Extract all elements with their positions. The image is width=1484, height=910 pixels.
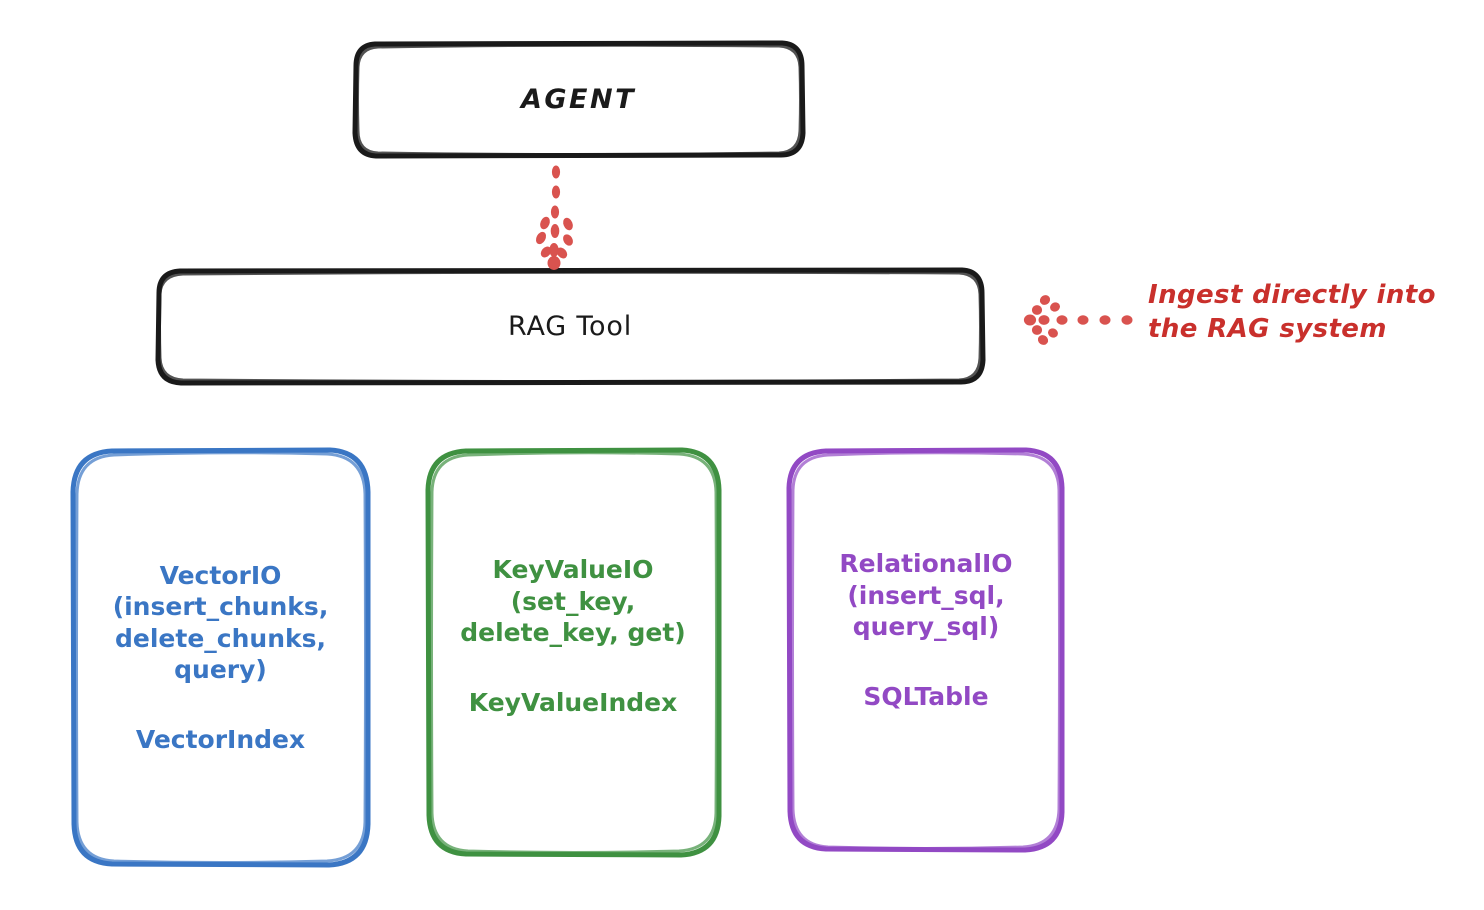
key-value-io-index: KeyValueIndex: [468, 687, 678, 717]
key-value-io-title: KeyValueIO (set_key, delete_key, get): [460, 555, 686, 647]
relational-io-title: RelationalIO (insert_sql, query_sql): [839, 549, 1013, 641]
agent-label: AGENT: [520, 84, 636, 115]
vector-io-index: VectorIndex: [135, 724, 306, 754]
ingest-to-rag-arrow-icon: [1023, 295, 1133, 345]
agent-box[interactable]: AGENT: [355, 43, 802, 156]
agent-to-rag-arrow-icon: [535, 165, 573, 270]
relational-io-box[interactable]: RelationalIO (insert_sql, query_sql) SQL…: [790, 450, 1062, 850]
vector-io-title: VectorIO (insert_chunks, delete_chunks, …: [112, 560, 329, 685]
vector-io-box[interactable]: VectorIO (insert_chunks, delete_chunks, …: [73, 450, 368, 865]
key-value-io-box[interactable]: KeyValueIO (set_key, delete_key, get) Ke…: [428, 450, 718, 855]
relational-io-index: SQLTable: [863, 681, 989, 711]
ingest-annotation-text: Ingest directly into the RAG system: [1148, 280, 1436, 345]
rag-tool-box[interactable]: RAG Tool: [158, 270, 982, 383]
rag-tool-label: RAG Tool: [507, 311, 632, 342]
